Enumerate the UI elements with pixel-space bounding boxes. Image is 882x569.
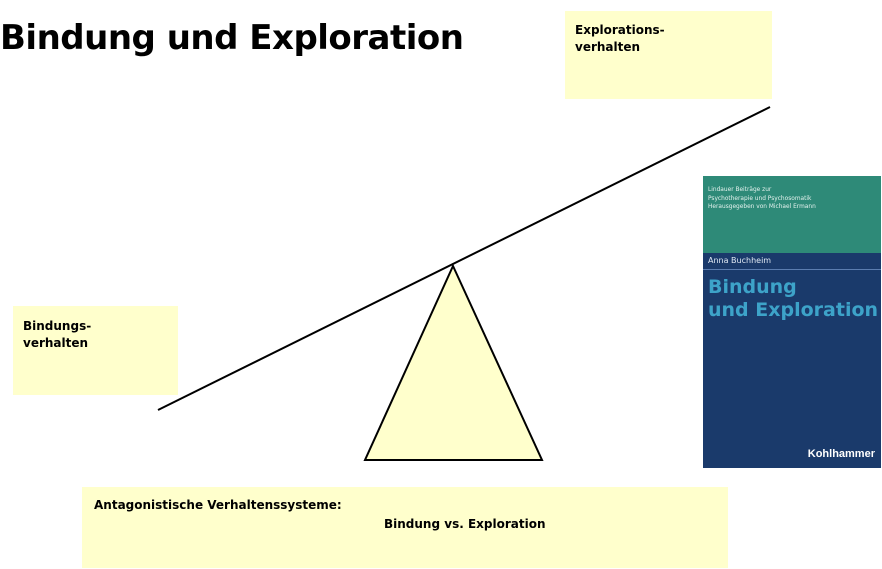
seesaw-fulcrum xyxy=(363,263,544,461)
bindung-note: Bindungs- verhalten xyxy=(13,306,178,395)
book-title: Bindung und Exploration xyxy=(708,276,878,322)
exploration-note: Explorations- verhalten xyxy=(565,11,772,99)
seesaw-beam xyxy=(157,106,771,411)
bindung-note-line: verhalten xyxy=(23,336,89,350)
book-cover-image: Lindauer Beiträge zur Psychotherapie und… xyxy=(703,176,881,468)
book-title-line: Bindung xyxy=(708,276,797,298)
book-series-line: Lindauer Beiträge zur xyxy=(708,185,772,193)
book-title-line: und Exploration xyxy=(708,299,879,321)
exploration-note-line: Explorations- xyxy=(575,23,665,37)
book-series-line: Herausgegeben von Michael Ermann xyxy=(708,202,816,210)
book-series-text: Lindauer Beiträge zur Psychotherapie und… xyxy=(708,185,816,211)
summary-note-text: Bindung vs. Exploration xyxy=(384,517,546,531)
book-author: Anna Buchheim xyxy=(708,256,772,265)
book-cover-header: Lindauer Beiträge zur Psychotherapie und… xyxy=(703,176,881,253)
book-series-line: Psychotherapie und Psychosomatik xyxy=(708,193,812,202)
page-title: Bindung und Exploration xyxy=(0,18,464,58)
summary-note-heading: Antagonistische Verhaltenssysteme: xyxy=(94,498,342,512)
exploration-note-line: verhalten xyxy=(575,40,641,54)
bindung-note-line: Bindungs- xyxy=(23,319,92,333)
book-publisher-logo: Kohlhammer xyxy=(807,448,875,460)
book-divider xyxy=(703,269,881,270)
summary-note: Antagonistische Verhaltenssysteme: Bindu… xyxy=(82,487,728,568)
